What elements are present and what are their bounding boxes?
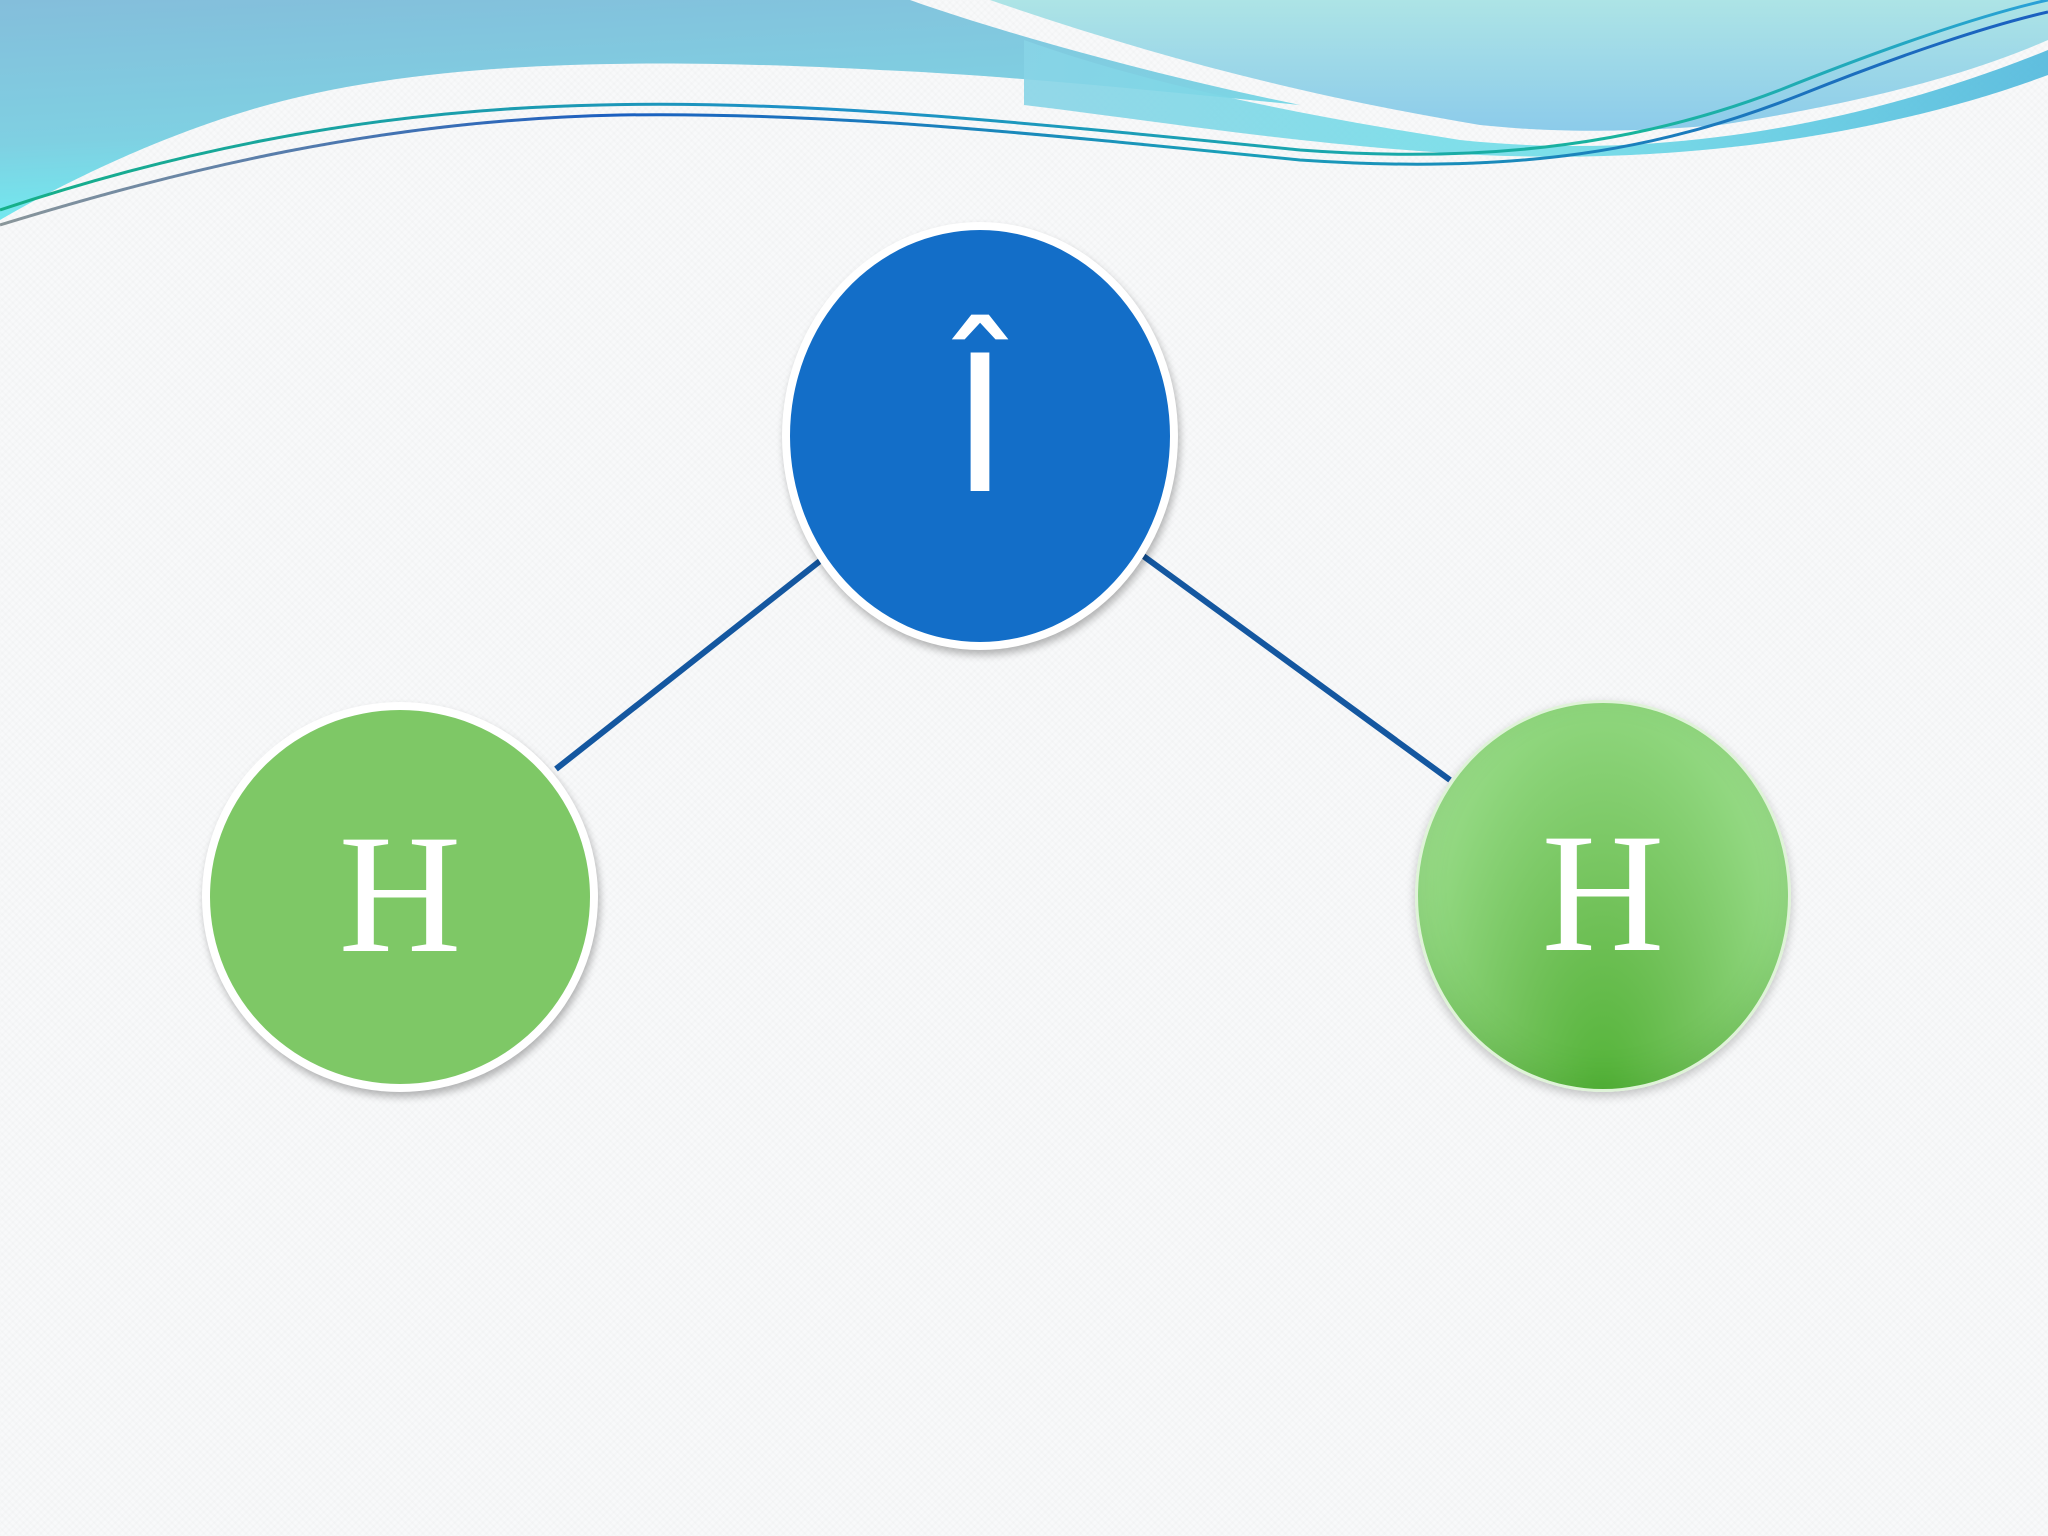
wave-banner — [0, 0, 2048, 227]
bond-center-left — [554, 558, 822, 772]
atom-center-label: Î — [951, 315, 1009, 536]
atom-left-label: H — [338, 800, 462, 988]
atom-left-hydrogen: H — [202, 702, 598, 1092]
atom-center: Î — [782, 222, 1178, 650]
atom-right-label: H — [1541, 799, 1665, 987]
atom-right-hydrogen: H — [1415, 700, 1791, 1092]
bond-center-right — [1140, 552, 1452, 783]
